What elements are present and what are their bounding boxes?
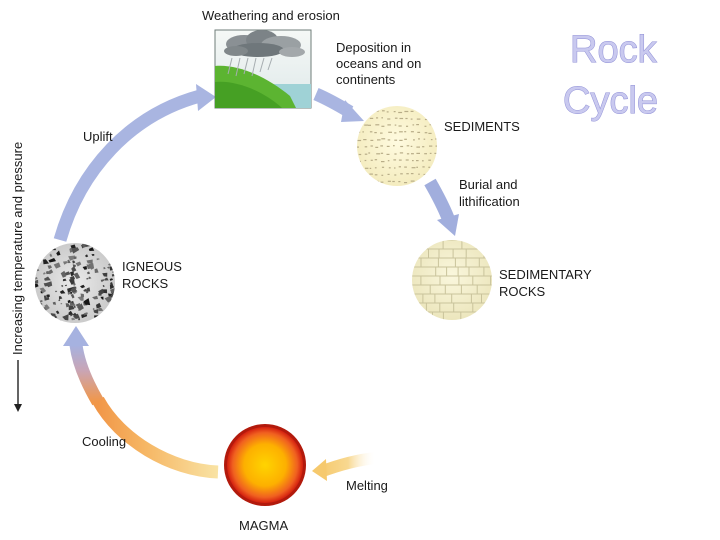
cooling-arrowhead: [63, 326, 89, 346]
sedimentary-label-2: ROCKS: [499, 284, 546, 299]
axis-label: Increasing temperature and pressure: [10, 142, 25, 355]
igneous-rocks-circle: [35, 243, 115, 323]
uplift-arrow: [53, 89, 202, 242]
title-line-1: Rock: [570, 29, 658, 71]
burial-label-1: Burial and: [459, 177, 518, 192]
burial-arrow: [424, 178, 455, 221]
burial-arrowhead: [437, 214, 459, 236]
title-line-2: Cycle: [563, 80, 658, 122]
cooling-arrow-bottom: [92, 396, 219, 479]
melting-label: Melting: [346, 478, 388, 493]
igneous-label-2: ROCKS: [122, 276, 169, 291]
melting-arrow: [317, 452, 377, 478]
uplift-label: Uplift: [83, 129, 113, 144]
sediments-label: SEDIMENTS: [444, 119, 520, 134]
temperature-pressure-axis: Increasing temperature and pressure: [10, 142, 25, 412]
magma-circle: [224, 424, 306, 506]
deposition-label-3: continents: [336, 72, 396, 87]
deposition-arrowhead: [341, 100, 364, 122]
uplift-arrowhead: [196, 84, 216, 111]
sedimentary-rocks-circle: [412, 240, 492, 320]
rain-cloud-icon: [224, 30, 305, 77]
melting-arrowhead: [312, 459, 327, 481]
weathering-image: [214, 29, 312, 109]
cooling-arrow-left: [69, 343, 104, 406]
magma-label: MAGMA: [239, 518, 288, 533]
sediments-circle: [357, 106, 437, 186]
igneous-label-1: IGNEOUS: [122, 259, 182, 274]
sedimentary-label-1: SEDIMENTARY: [499, 267, 592, 282]
deposition-label-2: oceans and on: [336, 56, 421, 71]
weathering-label: Weathering and erosion: [202, 8, 340, 23]
burial-label-2: lithification: [459, 194, 520, 209]
cooling-label: Cooling: [82, 434, 126, 449]
deposition-label-1: Deposition in: [336, 40, 411, 55]
